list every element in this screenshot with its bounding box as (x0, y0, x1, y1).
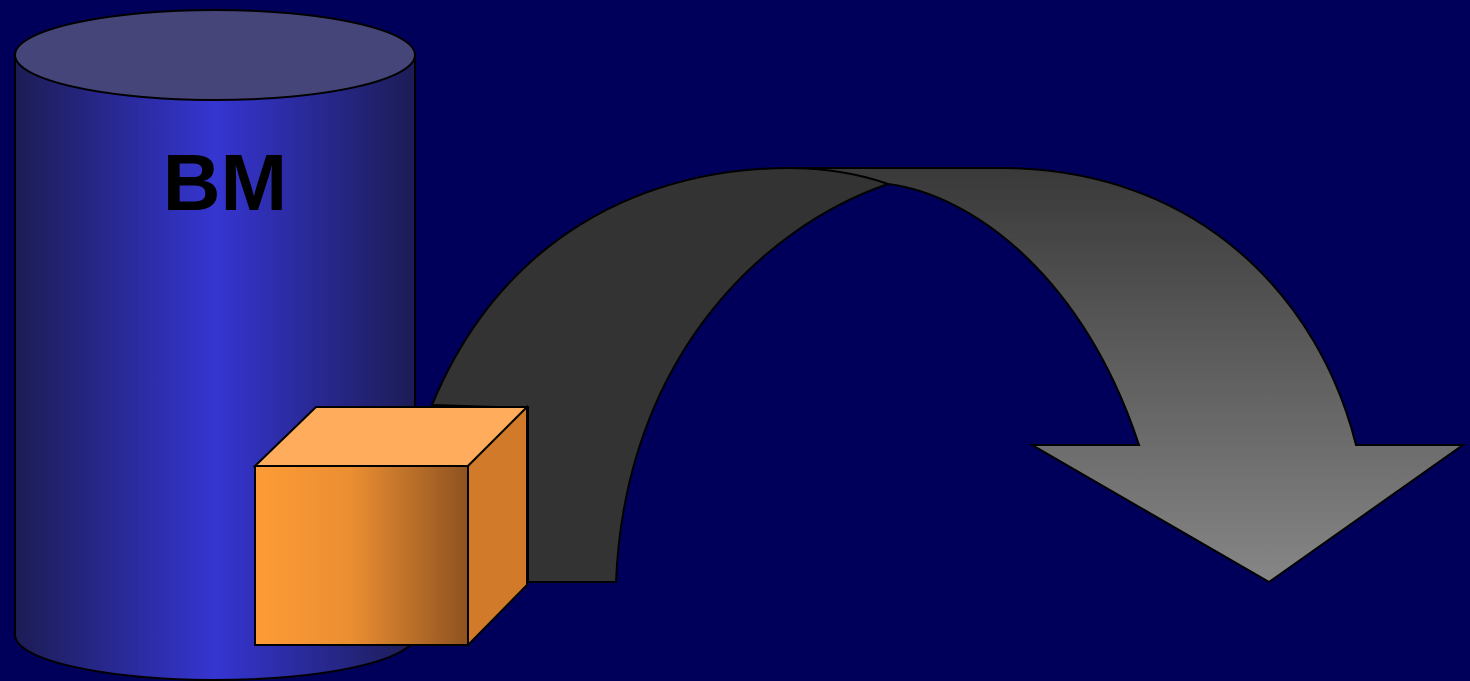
cylinder-top (15, 10, 415, 100)
curved-arrow-front (790, 168, 1463, 582)
cylinder-label: BM (163, 138, 287, 227)
cube-block (255, 407, 527, 645)
cube-front-face (255, 466, 468, 645)
